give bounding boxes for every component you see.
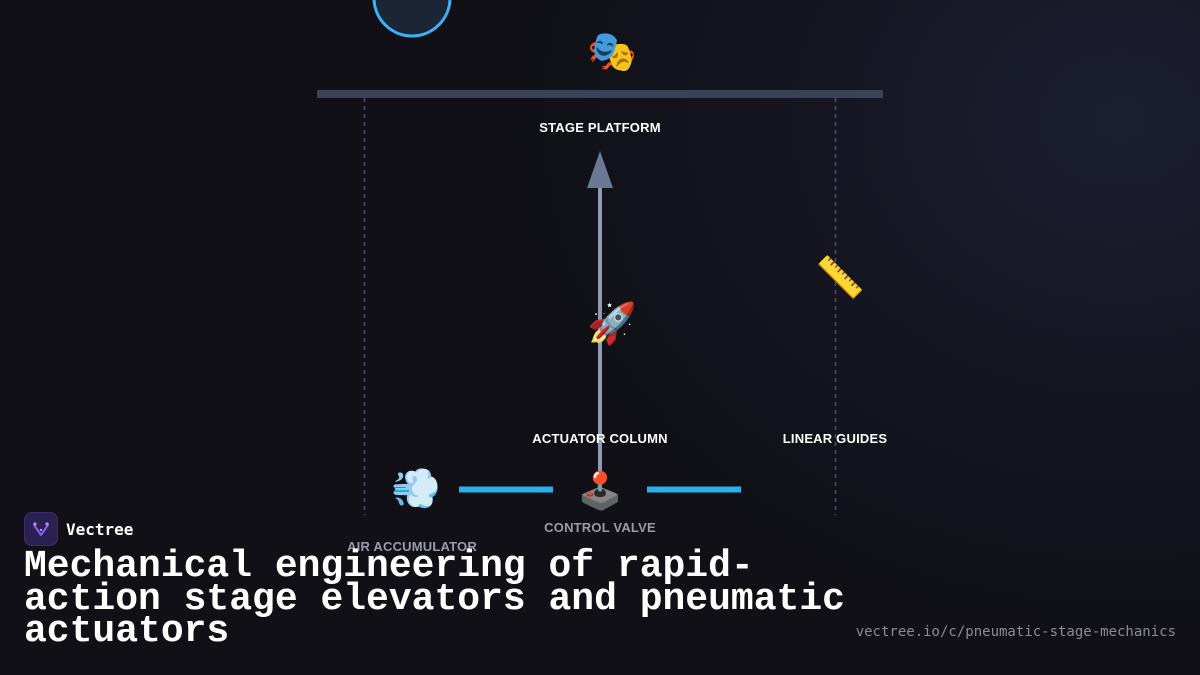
theater-masks-icon: 🎭 <box>587 29 637 75</box>
ruler-icon: 📏 <box>815 255 865 301</box>
linear-guides-label: LINEAR GUIDES <box>782 431 888 446</box>
brand[interactable]: Vectree <box>24 512 133 546</box>
joystick-icon: 🕹️ <box>577 471 623 512</box>
actuator-column-label: ACTUATOR COLUMN <box>532 431 668 446</box>
top-node-circle <box>372 0 452 38</box>
actuator-up-arrow <box>587 151 613 188</box>
stage-platform-bar <box>317 90 883 98</box>
source-url[interactable]: vectree.io/c/pneumatic-stage-mechanics <box>855 624 1176 640</box>
stage-platform-label: STAGE PLATFORM <box>539 120 661 135</box>
vectree-logo-icon <box>24 512 58 546</box>
rocket-icon: 🚀 <box>587 301 637 347</box>
control-valve-label: CONTROL VALVE <box>544 520 656 535</box>
air-accumulator-label: AIR ACCUMULATOR <box>347 539 477 554</box>
air-puff-icon: 💨 <box>391 466 441 512</box>
brand-name: Vectree <box>66 519 134 539</box>
page-title: Mechanical engineering of rapid-action s… <box>24 545 845 653</box>
